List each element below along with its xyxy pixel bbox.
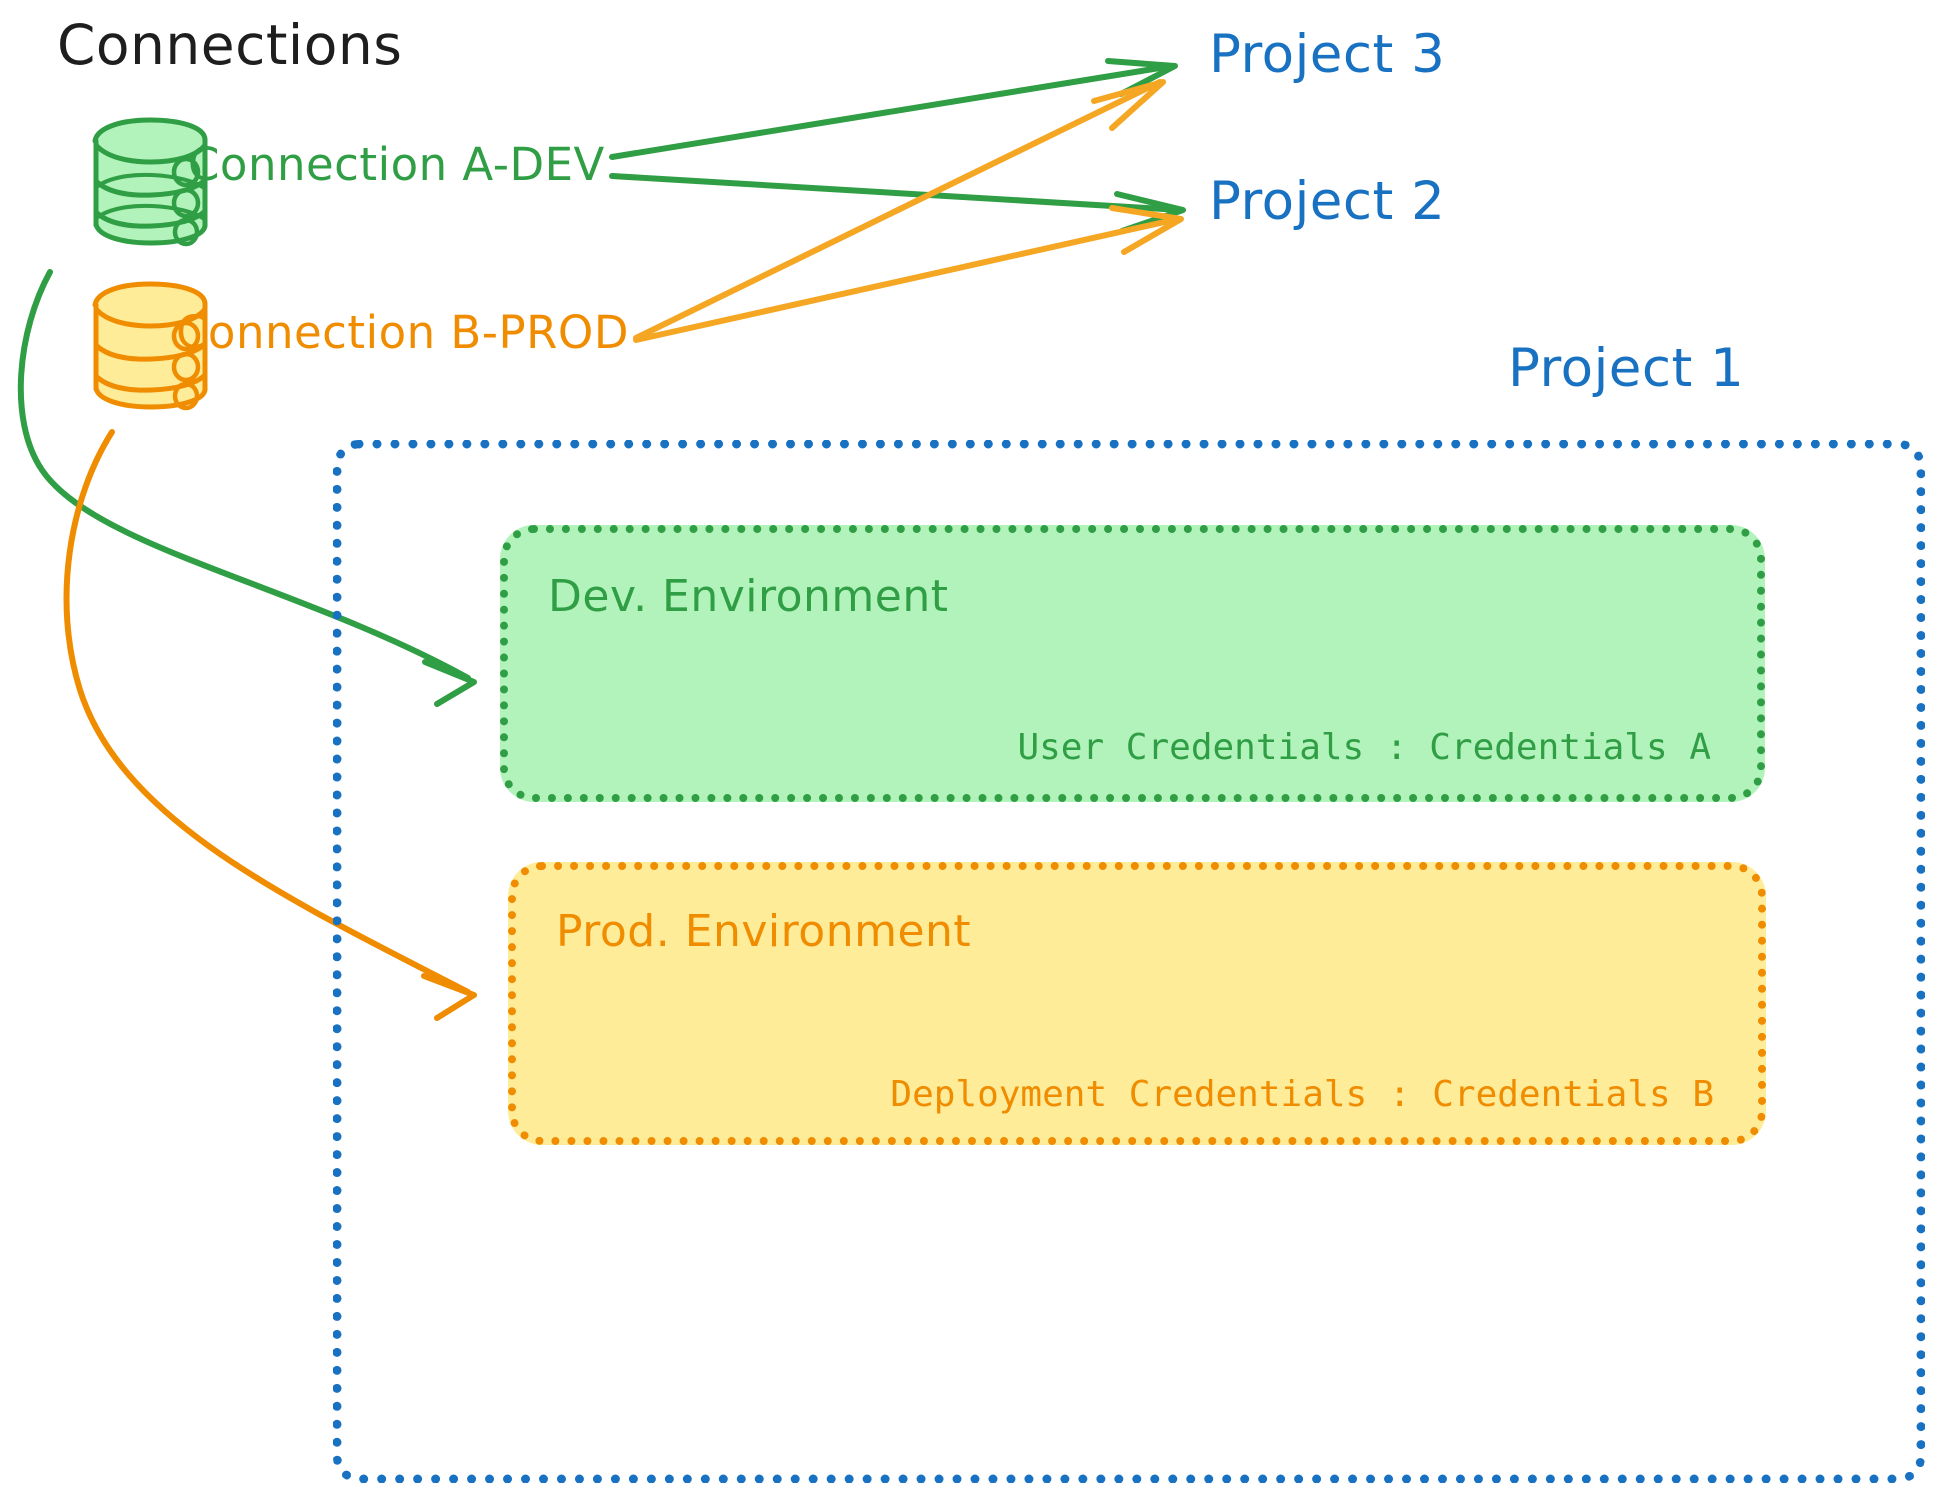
project-1-container xyxy=(333,440,1925,1483)
connection-a-dev-label[interactable]: Connection A-DEV xyxy=(188,138,605,191)
dev-environment-box[interactable]: Dev. Environment User Credentials : Cred… xyxy=(500,525,1765,802)
arrow-b-prod-to-project-2 xyxy=(633,205,1184,343)
arrow-b-prod-to-project-3 xyxy=(633,79,1166,341)
project-1-label[interactable]: Project 1 xyxy=(1508,338,1745,399)
dev-environment-credentials: User Credentials : Credentials A xyxy=(1017,727,1711,768)
arrow-a-dev-to-project-3 xyxy=(609,58,1178,160)
prod-environment-title: Prod. Environment xyxy=(556,906,972,957)
prod-environment-credentials: Deployment Credentials : Credentials B xyxy=(890,1074,1714,1115)
prod-environment-box[interactable]: Prod. Environment Deployment Credentials… xyxy=(508,862,1766,1145)
connection-b-prod-label[interactable]: Connection B-PROD xyxy=(176,306,630,359)
dev-environment-title: Dev. Environment xyxy=(548,571,949,622)
arrow-a-dev-to-project-2 xyxy=(609,173,1186,234)
project-2-label[interactable]: Project 2 xyxy=(1209,171,1446,232)
project-3-label[interactable]: Project 3 xyxy=(1209,24,1446,85)
page-title: Connections xyxy=(57,13,403,77)
